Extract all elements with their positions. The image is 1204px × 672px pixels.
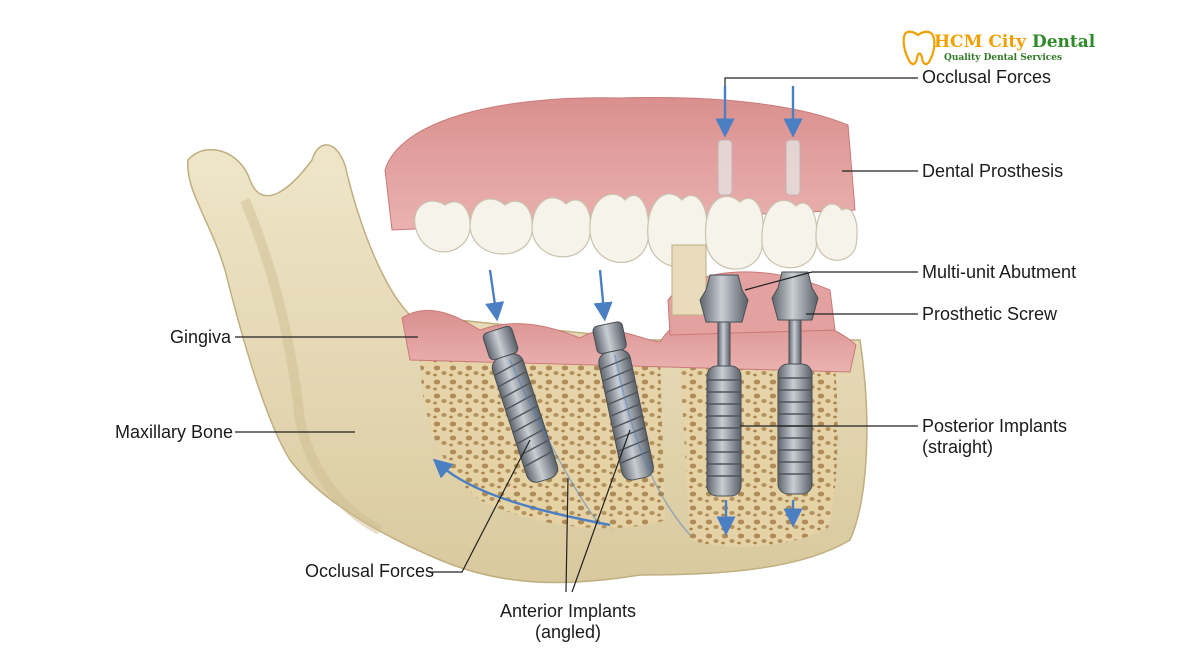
label-dental-prosthesis: Dental Prosthesis xyxy=(922,161,1064,181)
anterior-implant-1 xyxy=(482,325,559,483)
brand-name: HCM City Dental xyxy=(934,32,1095,52)
label-gingiva: Gingiva xyxy=(170,327,232,347)
label-posterior-implants: Posterior Implants (straight) xyxy=(922,416,1067,458)
posterior-implant-1 xyxy=(699,274,749,497)
label-occlusal-forces-top: Occlusal Forces xyxy=(922,67,1052,87)
label-anterior-implants-line1: Anterior Implants xyxy=(499,601,637,621)
label-maxillary-bone: Maxillary Bone xyxy=(115,422,234,442)
label-multi-unit-abutment: Multi-unit Abutment xyxy=(922,262,1077,282)
brand-tagline: Quality Dental Services xyxy=(944,53,1063,63)
prosthesis-gum xyxy=(384,96,856,231)
ramus-bridge xyxy=(671,244,707,316)
tooth-logo-icon xyxy=(902,30,936,66)
posterior-implant-2 xyxy=(771,271,819,495)
label-occlusal-forces-bottom: Occlusal Forces xyxy=(305,561,435,581)
label-prosthetic-screw: Prosthetic Screw xyxy=(922,304,1058,324)
ramus-shadow xyxy=(240,198,383,535)
label-posterior-implants-line2: (straight) xyxy=(922,437,994,457)
label-posterior-implants-line1: Posterior Implants xyxy=(922,416,1068,436)
label-anterior-implants-line2: (angled) xyxy=(534,622,602,642)
label-anterior-implants: Anterior Implants (angled) xyxy=(498,601,638,643)
leader-lines xyxy=(235,77,918,593)
brand-name-part1: HCM City xyxy=(934,32,1027,52)
brand-name-part2: Dental xyxy=(1031,32,1096,52)
prosthesis-teeth xyxy=(414,193,858,270)
force-arrows xyxy=(432,86,803,536)
prosthesis-screws xyxy=(717,139,801,196)
cancellous-bone-posterior xyxy=(680,365,838,547)
